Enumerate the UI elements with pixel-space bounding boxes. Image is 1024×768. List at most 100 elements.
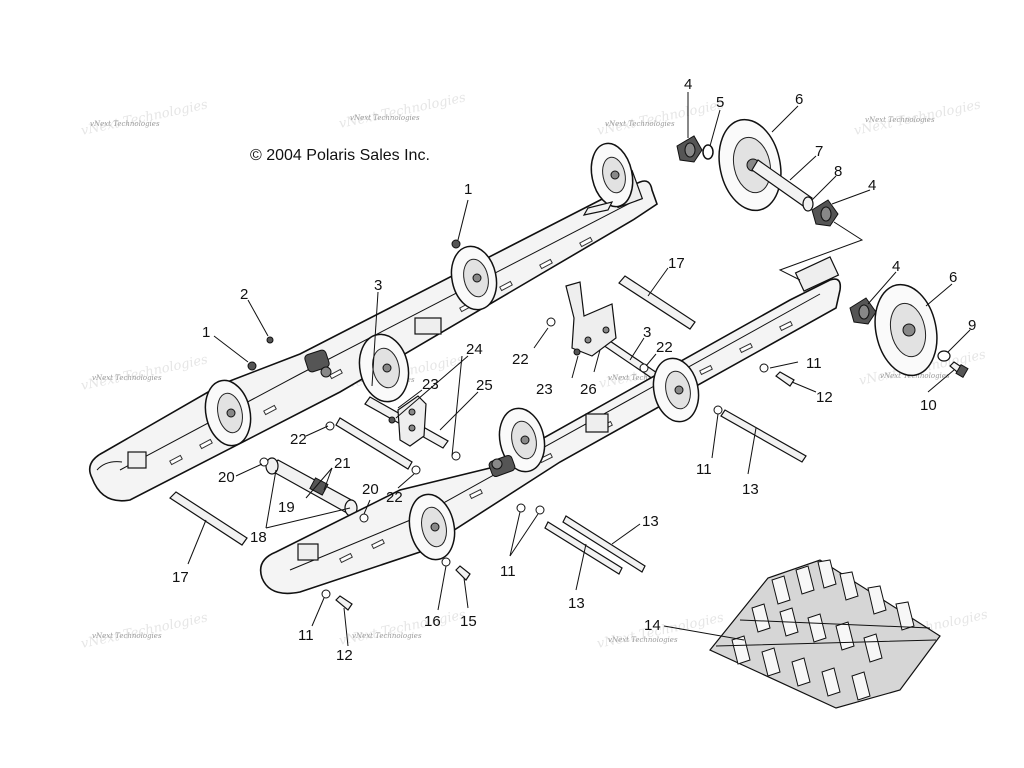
callout-c-15-visible: 15 bbox=[460, 613, 477, 630]
callout-c-9: 9 bbox=[968, 317, 976, 334]
watermark: vNext Technologies bbox=[605, 120, 675, 128]
shaft-13-right bbox=[720, 409, 807, 463]
callout-c-20b: 20 bbox=[362, 481, 379, 498]
callout-c-11d: 11 bbox=[298, 627, 314, 644]
callout-c-1a: 1 bbox=[464, 181, 472, 198]
callout-c-25: 25 bbox=[476, 377, 493, 394]
callout-c-26: 26 bbox=[580, 381, 597, 398]
callout-c-17b: 17 bbox=[172, 569, 189, 586]
callout-c-14-visible: 14 bbox=[644, 617, 661, 634]
track-ribs bbox=[715, 619, 937, 647]
callout-c-13b: 13 bbox=[642, 513, 659, 530]
callout-c-22d: 22 bbox=[656, 339, 673, 356]
callout-c-4a: 4 bbox=[684, 76, 692, 93]
shaft-22 bbox=[335, 417, 413, 470]
callout-c-1b: 1 bbox=[202, 324, 210, 341]
track-section bbox=[709, 559, 941, 709]
bracket-26 bbox=[565, 281, 617, 357]
shock-mount-lower bbox=[488, 455, 516, 477]
callout-c-7: 7 bbox=[815, 143, 823, 160]
callout-c-12a: 12 bbox=[816, 389, 833, 406]
callout-c-18: 18 bbox=[250, 529, 267, 546]
rail-lower-mount-block bbox=[585, 413, 609, 433]
callout-c-21: 21 bbox=[334, 455, 351, 472]
rail-lower-front-block bbox=[297, 543, 319, 561]
part-6-wheel-top bbox=[718, 118, 782, 212]
wheel-upper-rear bbox=[582, 142, 634, 216]
watermark-big: vNext Technologies bbox=[338, 90, 468, 132]
wheel-upper-mid bbox=[450, 245, 498, 311]
bolt-12-right bbox=[775, 371, 795, 387]
rail-lower-rear-plate bbox=[794, 256, 840, 292]
watermark: vNext Technologies bbox=[865, 116, 935, 124]
watermark: vNext Technologies bbox=[92, 632, 162, 640]
callout-c-10: 10 bbox=[920, 397, 937, 414]
watermark: vNext Technologies bbox=[352, 632, 422, 640]
callout-c-16: 16 bbox=[424, 613, 441, 630]
shaft-17-lower bbox=[169, 491, 248, 546]
rail-lower-slots bbox=[339, 320, 793, 564]
shaft-17-upper bbox=[618, 275, 696, 330]
callout-c-4b: 4 bbox=[868, 177, 876, 194]
exploded-guide-line bbox=[778, 221, 864, 281]
bracket-24 bbox=[397, 395, 427, 447]
wheel-lower-front bbox=[408, 493, 456, 561]
shaft-19-collar bbox=[309, 477, 329, 496]
track-lugs bbox=[731, 559, 915, 701]
wheel-lower-rear bbox=[652, 357, 700, 423]
callout-c-20a: 20 bbox=[218, 469, 235, 486]
callout-c-6a: 6 bbox=[795, 91, 803, 108]
rail-upper-front-block bbox=[127, 451, 147, 469]
watermark: vNext Technologies bbox=[608, 636, 678, 644]
shock-mount-upper bbox=[304, 349, 332, 378]
rail-upper-tip bbox=[96, 461, 123, 471]
callout-c-23b: 23 bbox=[536, 381, 553, 398]
callout-c-3b: 3 bbox=[643, 324, 651, 341]
callout-c-6b: 6 bbox=[949, 269, 957, 286]
callout-c-22b: 22 bbox=[290, 431, 307, 448]
bolt-15 bbox=[455, 565, 471, 581]
rail-upper-edge bbox=[119, 197, 641, 471]
part-9-washer bbox=[937, 350, 951, 362]
part-4-bearing-b bbox=[811, 199, 839, 227]
callout-c-5: 5 bbox=[716, 94, 724, 111]
callout-c-11b: 11 bbox=[696, 461, 712, 478]
callout-c-13c: 13 bbox=[568, 595, 585, 612]
callout-c-11a: 11 bbox=[806, 355, 822, 372]
part-10-bolt bbox=[949, 361, 969, 379]
leader-lines bbox=[187, 92, 971, 647]
part-4-bearing-a bbox=[676, 135, 703, 163]
callout-c-24: 24 bbox=[466, 341, 483, 358]
callout-c-2: 2 bbox=[240, 286, 248, 303]
callout-c-13a: 13 bbox=[742, 481, 759, 498]
bolt-12-lower bbox=[335, 595, 353, 611]
watermark: vNext Technologies bbox=[350, 114, 420, 122]
watermark: vNext Technologies bbox=[608, 374, 678, 382]
callouts: 4 5 6 7 8 4 4 6 9 10 1 2 1 3 17 3 22 22 … bbox=[172, 76, 976, 664]
callout-c-19: 19 bbox=[278, 499, 295, 516]
part-6-wheel-right bbox=[874, 283, 938, 377]
callout-c-3a: 3 bbox=[374, 277, 382, 294]
watermark-big: vNext Technologies bbox=[80, 97, 210, 139]
watermark: vNext Technologies bbox=[90, 120, 160, 128]
part-5-ring bbox=[702, 144, 714, 160]
rail-upper-mount-block bbox=[414, 317, 442, 335]
callout-c-23a: 23 bbox=[422, 376, 439, 393]
wheel-upper-front bbox=[204, 379, 252, 447]
callout-c-4c: 4 bbox=[892, 258, 900, 275]
part-4-bearing-c bbox=[849, 297, 877, 325]
part-8-collar bbox=[802, 196, 814, 212]
callout-c-8: 8 bbox=[834, 163, 842, 180]
callout-c-22c: 22 bbox=[386, 489, 403, 506]
shaft-13-lower-a bbox=[562, 515, 646, 573]
shaft-13-lower-b bbox=[544, 521, 623, 575]
axle-stub bbox=[582, 201, 614, 216]
callout-c-22a: 22 bbox=[512, 351, 529, 368]
callout-c-11c: 11 bbox=[500, 563, 516, 580]
watermark: vNext Technologies bbox=[92, 374, 162, 382]
watermark-layer: vNext Technologies vNext Technologies vN… bbox=[80, 90, 990, 652]
callout-c-17a: 17 bbox=[668, 255, 685, 272]
watermark: vNext Technologies bbox=[880, 372, 950, 380]
copyright-text: © 2004 Polaris Sales Inc. bbox=[250, 147, 430, 164]
